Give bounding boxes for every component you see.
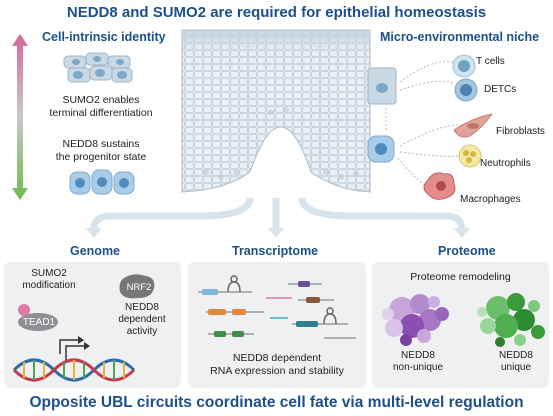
nedd8-activity-line1: NEDD8	[125, 302, 159, 313]
nedd8-nonunique-cluster	[382, 294, 449, 346]
nonunique-line1: NEDD8	[401, 350, 435, 361]
rna-illustration	[198, 275, 356, 339]
transcriptome-panel	[188, 262, 366, 388]
nedd8-activity-line2: dependent	[118, 314, 166, 325]
epithelium-illustration	[181, 29, 371, 193]
neutrophils-label: Neutrophils	[480, 158, 531, 169]
transcriptome-caption: NEDD8 dependent RNA expression and stabi…	[188, 352, 366, 378]
sumo2-label-line2: modification	[22, 280, 76, 291]
nedd8-text-line2: the progenitor state	[55, 151, 147, 163]
nedd8-activity-line3: activity	[126, 326, 158, 337]
fibroblasts-label: Fibroblasts	[496, 126, 545, 137]
nrf2-label: NRF2	[126, 282, 152, 293]
nedd8-unique-label: NEDD8 unique	[486, 350, 546, 374]
sumo2-label-line1: SUMO2	[31, 268, 67, 279]
unique-line2: unique	[500, 362, 532, 373]
page-title: NEDD8 and SUMO2 are required for epithel…	[66, 4, 487, 21]
sumo2-dot-icon	[18, 304, 30, 316]
unique-line1: NEDD8	[499, 350, 533, 361]
macrophages-label: Macrophages	[460, 194, 521, 205]
differentiation-arrow	[12, 34, 28, 200]
progenitor-cells-icon	[69, 169, 135, 195]
macrophage-icon	[423, 172, 456, 200]
cell-intrinsic-heading: Cell-intrinsic identity	[42, 30, 166, 44]
nedd8-text-line1: NEDD8 sustains	[62, 138, 140, 150]
sumo2-modification-label: SUMO2 modification	[14, 268, 84, 292]
transcriptome-caption-line2: RNA expression and stability	[210, 365, 344, 377]
neutrophil-icon	[458, 144, 482, 168]
branch-arrows	[86, 197, 470, 238]
keratinocyte-icon	[367, 67, 397, 163]
detc-icon	[454, 78, 478, 102]
t-cells-label: T cells	[476, 56, 505, 67]
differentiated-cells-icon	[63, 52, 133, 83]
detcs-label: DETCs	[484, 84, 517, 95]
sumo2-text: SUMO2 enables terminal differentiation	[36, 94, 166, 120]
nedd8-nonunique-label: NEDD8 non-unique	[388, 350, 448, 374]
protein-clusters	[382, 293, 545, 347]
genome-heading: Genome	[70, 244, 121, 258]
nonunique-line2: non-unique	[392, 362, 444, 373]
transcriptome-caption-line1: NEDD8 dependent	[232, 352, 322, 364]
nedd8-unique-cluster	[477, 293, 545, 347]
tead1-label: TEAD1	[22, 317, 56, 328]
niche-illustration	[367, 54, 494, 200]
transcriptome-heading: Transcriptome	[232, 244, 319, 258]
sumo2-text-line2: terminal differentiation	[49, 107, 153, 119]
nrf2-blob	[119, 274, 155, 299]
proteome-subheading: Proteome remodeling	[410, 271, 511, 283]
sumo2-text-line1: SUMO2 enables	[62, 94, 140, 106]
dna-helix-icon	[12, 358, 136, 382]
t-cell-icon	[452, 54, 476, 78]
nedd8-text: NEDD8 sustains the progenitor state	[36, 138, 166, 164]
footer-caption: Opposite UBL circuits coordinate cell fa…	[29, 394, 524, 411]
proteome-heading: Proteome	[438, 244, 496, 258]
niche-heading: Micro-environmental niche	[380, 30, 540, 44]
fibroblast-icon	[453, 113, 494, 138]
tead1-blob	[18, 313, 58, 331]
nedd8-activity-label: NEDD8 dependent activity	[112, 302, 172, 338]
genome-illustration	[12, 274, 155, 382]
